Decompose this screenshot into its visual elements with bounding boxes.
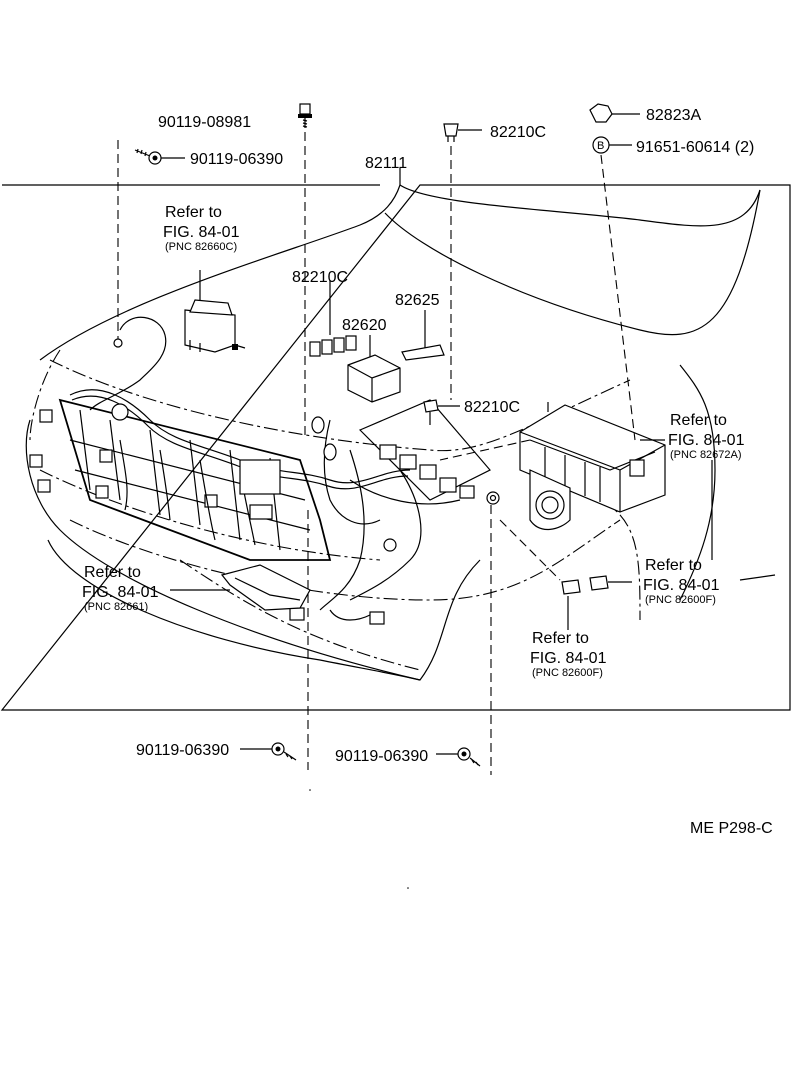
- bolt-top: [298, 103, 312, 440]
- callout-bolt-left: 90119-06390: [190, 151, 283, 168]
- ref-bottom-center-pnc: (PNC 82600F): [532, 667, 603, 679]
- fender-outline: [47, 539, 421, 681]
- relay-block-82620: [347, 335, 401, 403]
- ref-right-box-fig: FIG. 84-01: [668, 432, 745, 449]
- ref-right-box-refer: Refer to: [670, 412, 727, 429]
- body-dashdot-3: [69, 519, 621, 601]
- ref-top-left-refer: Refer to: [165, 204, 222, 221]
- ref-left-mid-fig: FIG. 84-01: [82, 584, 159, 601]
- grommet-left: [113, 338, 123, 348]
- relay-group-82210c: [309, 280, 357, 357]
- callout-clip-top: 82210C: [490, 124, 546, 141]
- callout-clip-right: 82210C: [464, 399, 520, 416]
- body-dashdot-1: [29, 349, 61, 441]
- callout-bolt-b: 91651-60614 (2): [636, 139, 754, 156]
- dash-line-clips: [499, 519, 561, 581]
- callout-bolt-top: 90119-08981: [158, 114, 251, 131]
- frame-border: [0, 184, 791, 711]
- callout-hood: 82111: [365, 155, 407, 172]
- bolt-bottom-left: [240, 510, 309, 770]
- ref-bottom-center-fig: FIG. 84-01: [530, 650, 607, 667]
- hood-front-edge: [384, 189, 761, 336]
- ref-right-box-pnc: (PNC 82672A): [670, 449, 742, 461]
- fuse-box-82672a: [519, 402, 666, 530]
- body-dashdot-5: [179, 559, 421, 671]
- callout-cap: 82823A: [646, 107, 701, 124]
- body-dashdot-6: [599, 499, 641, 621]
- ref-top-left-pnc: (PNC 82660C): [165, 241, 237, 253]
- bolt-left: [134, 148, 185, 165]
- bumper-outline: [25, 419, 481, 681]
- callout-wire-clip: 82625: [395, 292, 440, 309]
- wiring-harness: [69, 316, 422, 625]
- bracket-82661: [220, 564, 311, 611]
- junction-cluster: [349, 399, 500, 505]
- dash-line-fusebox: [439, 439, 531, 461]
- clips-82600f: [561, 575, 632, 630]
- clip-82210c-top: [443, 123, 482, 400]
- figure-code: ME P298-C: [690, 820, 773, 837]
- relay-82660c: [184, 270, 246, 353]
- ref-top-left-fig: FIG. 84-01: [163, 224, 240, 241]
- cap-82823a: [589, 103, 640, 123]
- callout-relay-label: 82210C: [292, 269, 348, 286]
- callout-relay-block: 82620: [342, 317, 387, 334]
- ref-left-mid-refer: Refer to: [84, 564, 141, 581]
- ref-right-lower-fig: FIG. 84-01: [643, 577, 720, 594]
- b-marker: B: [592, 136, 636, 441]
- hood-outline: [39, 184, 761, 361]
- b-marker-label: B: [597, 140, 604, 152]
- hood-lower-curve: [679, 364, 716, 601]
- ref-bottom-center-refer: Refer to: [532, 630, 589, 647]
- clip-82210c-right: [423, 399, 460, 425]
- callout-bolt-bottom-left: 90119-06390: [136, 742, 229, 759]
- leader-82600f-right: [739, 574, 776, 581]
- scan-dot-1: [407, 887, 409, 889]
- radiator-support: [29, 398, 332, 561]
- callout-bolt-bottom-mid: 90119-06390: [335, 748, 428, 765]
- wire-clip-82625: [401, 310, 445, 361]
- ref-left-mid-pnc: (PNC 82661): [84, 601, 148, 613]
- ref-right-lower-pnc: (PNC 82600F): [645, 594, 716, 606]
- scan-dot-2: [309, 789, 311, 791]
- bolt-bottom-mid: [436, 505, 492, 775]
- ref-right-lower-refer: Refer to: [645, 557, 702, 574]
